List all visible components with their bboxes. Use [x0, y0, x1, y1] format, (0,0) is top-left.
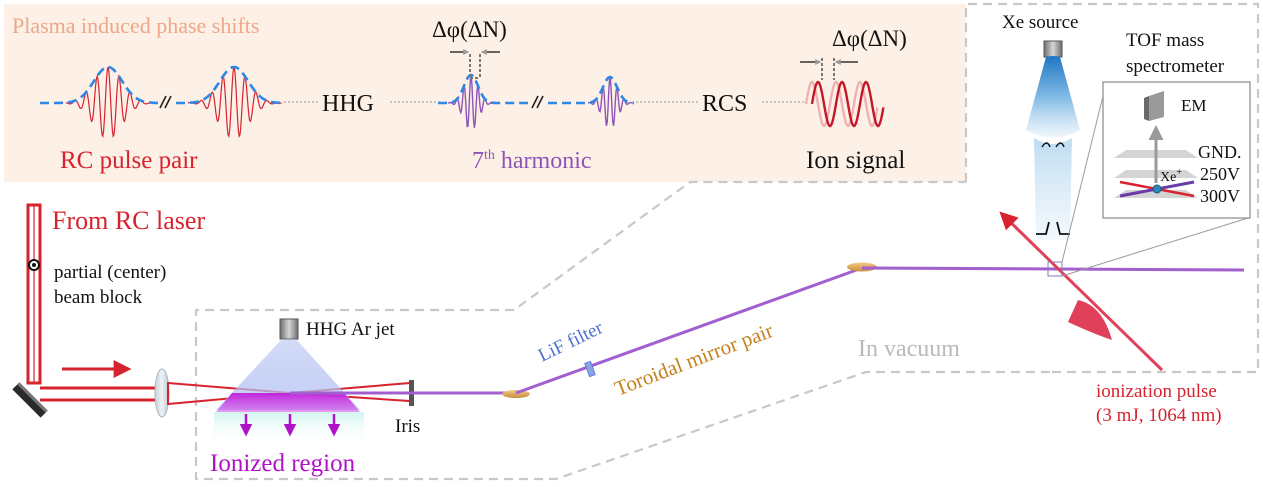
label-rc-pulse-pair: RC pulse pair — [60, 147, 198, 174]
rc-pulse-envelope — [40, 65, 284, 105]
label-em: EM — [1181, 96, 1207, 115]
label-ionization-pulse-line2: (3 mJ, 1064 nm) — [1096, 405, 1222, 426]
electron-multiplier — [1144, 91, 1164, 121]
xuv-beam-segment-2 — [515, 266, 863, 395]
label-tof-line2: spectrometer — [1126, 56, 1225, 77]
rc-pulse-pair-waveform — [40, 65, 284, 139]
tof-section: Xe source TOF mass spectrometer EM Xe+ — [999, 12, 1251, 426]
label-ionization-pulse-line1: ionization pulse — [1096, 381, 1217, 402]
dashed-outlines — [194, 2, 1260, 481]
inset-interaction-dot — [1152, 184, 1162, 194]
phase-label-2: Δφ(ΔN) — [832, 26, 907, 51]
label-xe-source: Xe source — [1002, 12, 1079, 33]
break-mark-2 — [531, 95, 544, 109]
break-mark-1 — [159, 95, 172, 109]
hhg-region: HHG Ar jet Ionized region Iris — [210, 318, 516, 477]
label-7th-harmonic: 7th harmonic — [472, 148, 592, 174]
top-panel-background — [4, 4, 966, 182]
phase-label-1: Δφ(ΔN) — [432, 17, 507, 42]
label-from-rc-laser: From RC laser — [52, 206, 205, 235]
xe-nozzle — [1043, 40, 1063, 58]
label-250v: 250V — [1200, 164, 1240, 184]
laser-input: From RC laser partial (center) beam bloc… — [12, 203, 411, 418]
xe-jet-plume — [1026, 56, 1080, 138]
beam-block-dot-center — [32, 263, 36, 267]
harmonic-envelope — [438, 73, 634, 105]
vacuum-beamline: LiF filter Toroidal mirror pair In vacuu… — [502, 262, 1245, 401]
vacuum-outline-upper — [964, 2, 1260, 374]
label-ion-signal: Ion signal — [806, 147, 905, 174]
hhg-gas-nozzle — [279, 318, 299, 340]
zoom-line-2 — [1061, 217, 1249, 277]
rc-pulse-1-carrier — [65, 67, 150, 139]
label-rcs: RCS — [702, 91, 747, 117]
ion-signal-waveform — [804, 80, 885, 128]
ionization-pulse-shape — [1068, 300, 1112, 340]
label-300v: 300V — [1200, 186, 1240, 206]
label-lif-filter: LiF filter — [535, 317, 607, 366]
label-gnd: GND. — [1198, 142, 1242, 162]
label-hhg-ar-jet: HHG Ar jet — [306, 319, 395, 340]
xe-jet-lower — [1034, 138, 1072, 240]
ionization-beam — [999, 211, 1164, 372]
ion-signal-reference — [804, 80, 879, 128]
top-panel: Plasma induced phase shifts HHG — [4, 4, 966, 182]
label-ionized-region: Ionized region — [210, 450, 356, 477]
label-hhg: HHG — [322, 91, 374, 117]
phase-shift-marker-2 — [800, 58, 858, 80]
toroidal-mirror-1 — [502, 390, 530, 398]
skimmer — [1036, 142, 1070, 235]
ion-signal-shifted — [810, 80, 885, 128]
xuv-beam-segment-3 — [861, 266, 1245, 272]
focusing-lens — [154, 368, 170, 418]
label-iris: Iris — [395, 416, 420, 437]
label-toroidal-mirror-pair: Toroidal mirror pair — [611, 318, 776, 400]
steering-mirror — [12, 382, 48, 418]
label-xe-plus: Xe+ — [1160, 167, 1182, 185]
label-beam-block-line2: beam block — [54, 287, 143, 308]
label-beam-block-line1: partial (center) — [54, 262, 166, 283]
zoom-line-1 — [1061, 83, 1107, 263]
phase-shift-marker-1 — [450, 49, 500, 79]
label-in-vacuum: In vacuum — [858, 336, 960, 362]
label-tof-line1: TOF mass — [1126, 30, 1204, 51]
ionized-region-fill — [216, 393, 360, 412]
top-panel-title: Plasma induced phase shifts — [12, 13, 259, 38]
lif-filter — [584, 360, 596, 378]
interaction-point — [1047, 261, 1063, 277]
